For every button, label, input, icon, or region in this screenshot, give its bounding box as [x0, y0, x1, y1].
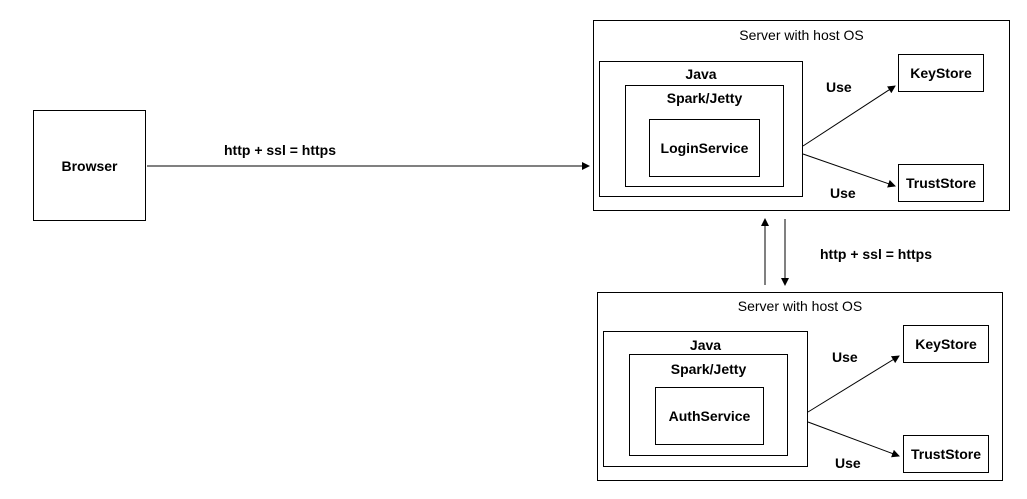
top-java-label: Java: [685, 66, 717, 82]
bottom-service-label: AuthService: [668, 408, 751, 424]
top-truststore-box: TrustStore: [898, 164, 984, 202]
bottom-truststore-box: TrustStore: [903, 435, 989, 473]
bottom-truststore-label: TrustStore: [910, 446, 981, 462]
bottom-server-title: Server with host OS: [737, 298, 863, 314]
top-server-title: Server with host OS: [739, 27, 864, 43]
top-use-keystore-label: Use: [826, 79, 852, 95]
bottom-use-keystore-label: Use: [832, 349, 858, 365]
bottom-framework-label: Spark/Jetty: [670, 361, 747, 377]
bottom-use-truststore-label: Use: [835, 455, 861, 471]
top-keystore-box: KeyStore: [898, 54, 984, 92]
browser-box: Browser: [33, 110, 146, 221]
top-use-truststore-label: Use: [830, 185, 856, 201]
top-framework-label: Spark/Jetty: [666, 90, 743, 106]
bottom-keystore-box: KeyStore: [903, 325, 989, 363]
server-link-label: http + ssl = https: [820, 246, 933, 262]
bottom-keystore-label: KeyStore: [915, 336, 977, 352]
bottom-java-label: Java: [689, 337, 722, 353]
browser-link-label: http + ssl = https: [224, 142, 337, 158]
bottom-service-box: AuthService: [655, 387, 764, 445]
top-service-label: LoginService: [660, 140, 749, 156]
browser-label: Browser: [61, 157, 118, 174]
top-truststore-label: TrustStore: [905, 175, 976, 191]
top-keystore-label: KeyStore: [910, 65, 972, 81]
top-service-box: LoginService: [649, 119, 760, 177]
